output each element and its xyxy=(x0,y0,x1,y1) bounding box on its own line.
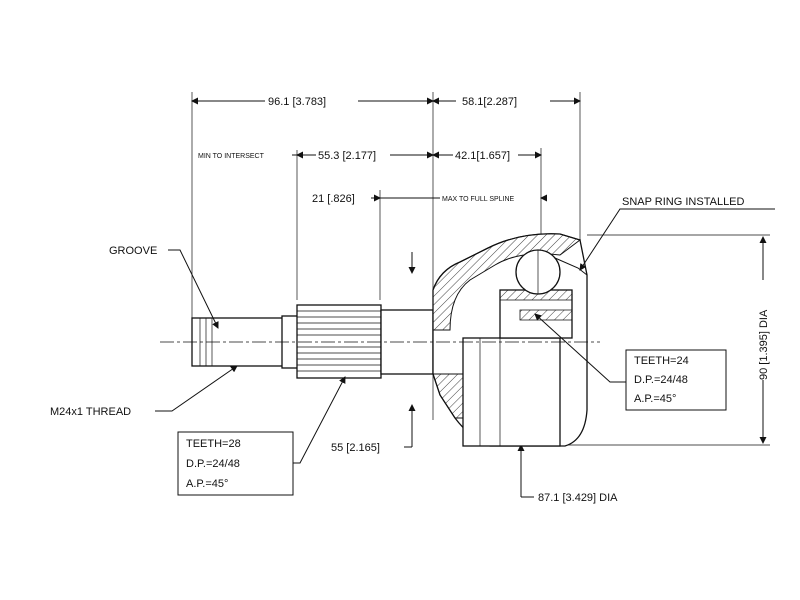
min-to-intersect-label: MIN TO INTERSECT xyxy=(198,153,265,160)
groove-label: GROOVE xyxy=(109,245,157,257)
leader-lines xyxy=(155,208,775,464)
flange-dim: 55 [2.165] xyxy=(331,442,380,454)
snap-ring-label: SNAP RING INSTALLED xyxy=(622,196,745,208)
outer-spline-ap: A.P.=45° xyxy=(186,478,228,490)
inner-spline-dp: D.P.=24/48 xyxy=(634,374,688,386)
bell-dia-dim: 87.1 [3.429] DIA xyxy=(538,492,618,504)
spline-teeth xyxy=(297,310,381,372)
bell-length-dim: 58.1[2.287] xyxy=(462,96,517,108)
inner-spline-spec-box: TEETH=24 D.P.=24/48 A.P.=45° xyxy=(625,349,727,411)
shaft xyxy=(191,304,434,379)
max-to-full-spline-label: MAX TO FULL SPLINE xyxy=(442,196,515,203)
bell-housing xyxy=(432,233,588,447)
inner-spline-ap: A.P.=45° xyxy=(634,393,676,405)
inner-spline-teeth: TEETH=24 xyxy=(634,355,689,367)
dimension-lines xyxy=(191,97,767,498)
thread-label: M24x1 THREAD xyxy=(50,406,131,418)
outer-spline-dp: D.P.=24/48 xyxy=(186,458,240,470)
overall-dia-dim: 90 [1.395] DIA xyxy=(758,309,770,380)
spline-length-dim: 21 [.826] xyxy=(312,193,355,205)
overall-shaft-dim: 96.1 [3.783] xyxy=(268,96,326,108)
min-to-intersect-dim: 55.3 [2.177] xyxy=(318,150,376,162)
bell-inner-dim: 42.1[1.657] xyxy=(455,150,510,162)
outer-spline-spec-box: TEETH=28 D.P.=24/48 A.P.=45° xyxy=(177,431,294,496)
outer-spline-teeth: TEETH=28 xyxy=(186,438,241,450)
